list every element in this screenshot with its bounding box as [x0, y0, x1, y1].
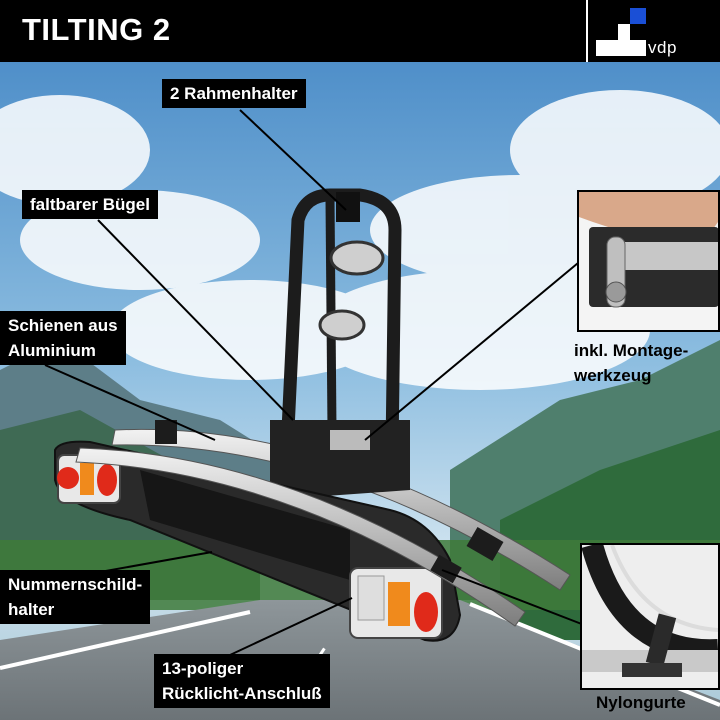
callout-rails: Schienen aus Aluminium: [0, 311, 126, 365]
callout-rails-line1: Schienen aus: [8, 316, 118, 335]
strap-tire-photo: [582, 545, 718, 688]
callout-rails-line2: Aluminium: [8, 341, 96, 360]
header-bar: TILTING 2 vdp: [0, 0, 720, 62]
callout-nylon-straps: Nylongurte: [596, 690, 686, 715]
inset-mounting-tool: [577, 190, 720, 332]
callout-folding-bracket: faltbarer Bügel: [22, 190, 158, 219]
callout-mounting-tool: inkl. Montage- werkzeug: [574, 338, 688, 388]
callout-plug-line2: Rücklicht-Anschluß: [162, 684, 322, 703]
callout-plug-line1: 13-poliger: [162, 659, 244, 678]
logo-divider: [586, 0, 588, 62]
callout-folding-bracket-text: faltbarer Bügel: [30, 195, 150, 214]
callout-tail-light-plug: 13-poliger Rücklicht-Anschluß: [154, 654, 330, 708]
callout-plate-holder: Nummernschild- halter: [0, 570, 151, 624]
inset-nylon-straps: [580, 543, 720, 690]
logo-wordmark: vdp: [648, 38, 677, 57]
callout-plate-line2: halter: [8, 600, 55, 619]
callout-tool-line1: inkl. Montage-: [574, 341, 689, 360]
callout-plate-line1: Nummernschild-: [8, 575, 143, 594]
wrench-hand-photo: [579, 192, 718, 330]
callout-frame-holder: 2 Rahmenhalter: [162, 79, 306, 108]
vdp-logo-icon: [596, 8, 646, 56]
product-title: TILTING 2: [22, 12, 171, 47]
callout-frame-holder-text: 2 Rahmenhalter: [170, 84, 298, 103]
callout-tool-line2: werkzeug: [574, 366, 652, 385]
callout-straps-text: Nylongurte: [596, 693, 686, 712]
